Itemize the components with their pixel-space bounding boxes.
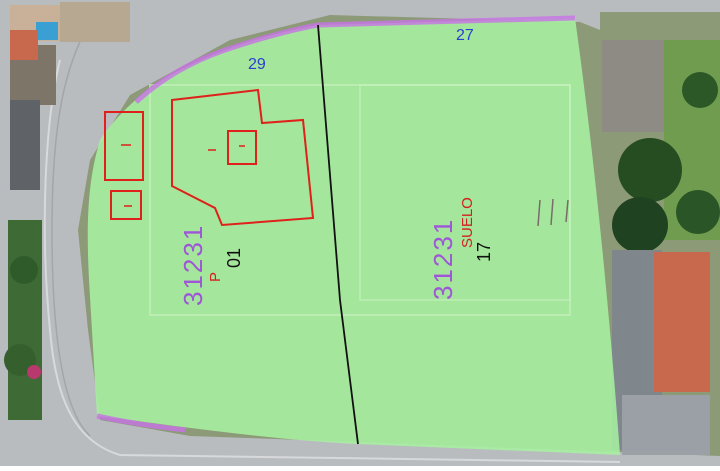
boundary-marks (537, 198, 569, 227)
street-edge-border (96, 413, 186, 433)
tree (676, 190, 720, 234)
building (60, 2, 130, 42)
main-building-outline (171, 88, 315, 227)
tree (4, 344, 36, 376)
field-trace (359, 84, 571, 301)
tree (682, 72, 718, 108)
street-edge-border (134, 15, 576, 104)
parcel-boundary-line (317, 24, 359, 445)
building (602, 40, 664, 132)
land-label-p: P (207, 272, 224, 282)
pool (36, 22, 58, 40)
tree (618, 138, 682, 202)
building (622, 395, 710, 455)
outbuilding-outline (104, 111, 144, 181)
roof (654, 252, 710, 392)
shed-outline (110, 190, 142, 220)
building (10, 100, 40, 190)
parcel-number-27: 27 (456, 27, 474, 44)
land-label-suelo: SUELO (459, 197, 476, 248)
tree (612, 197, 668, 253)
block-id-left: 31231 (178, 224, 208, 306)
roof (10, 30, 38, 60)
flowering-shrub (27, 365, 41, 379)
road-curb (51, 7, 101, 437)
tree (10, 256, 38, 284)
building-annex-outline (227, 130, 257, 165)
subparcel-code-17: 17 (474, 242, 494, 262)
parcel-area[interactable] (87, 18, 621, 455)
building-ticks (121, 144, 245, 207)
block-id-right: 31231 (428, 218, 458, 300)
parcel-number-29: 29 (248, 56, 266, 73)
building-outlines (104, 88, 315, 227)
road-lane (43, 59, 621, 463)
subparcel-code-01: 01 (224, 248, 244, 268)
vegetation (8, 220, 42, 420)
